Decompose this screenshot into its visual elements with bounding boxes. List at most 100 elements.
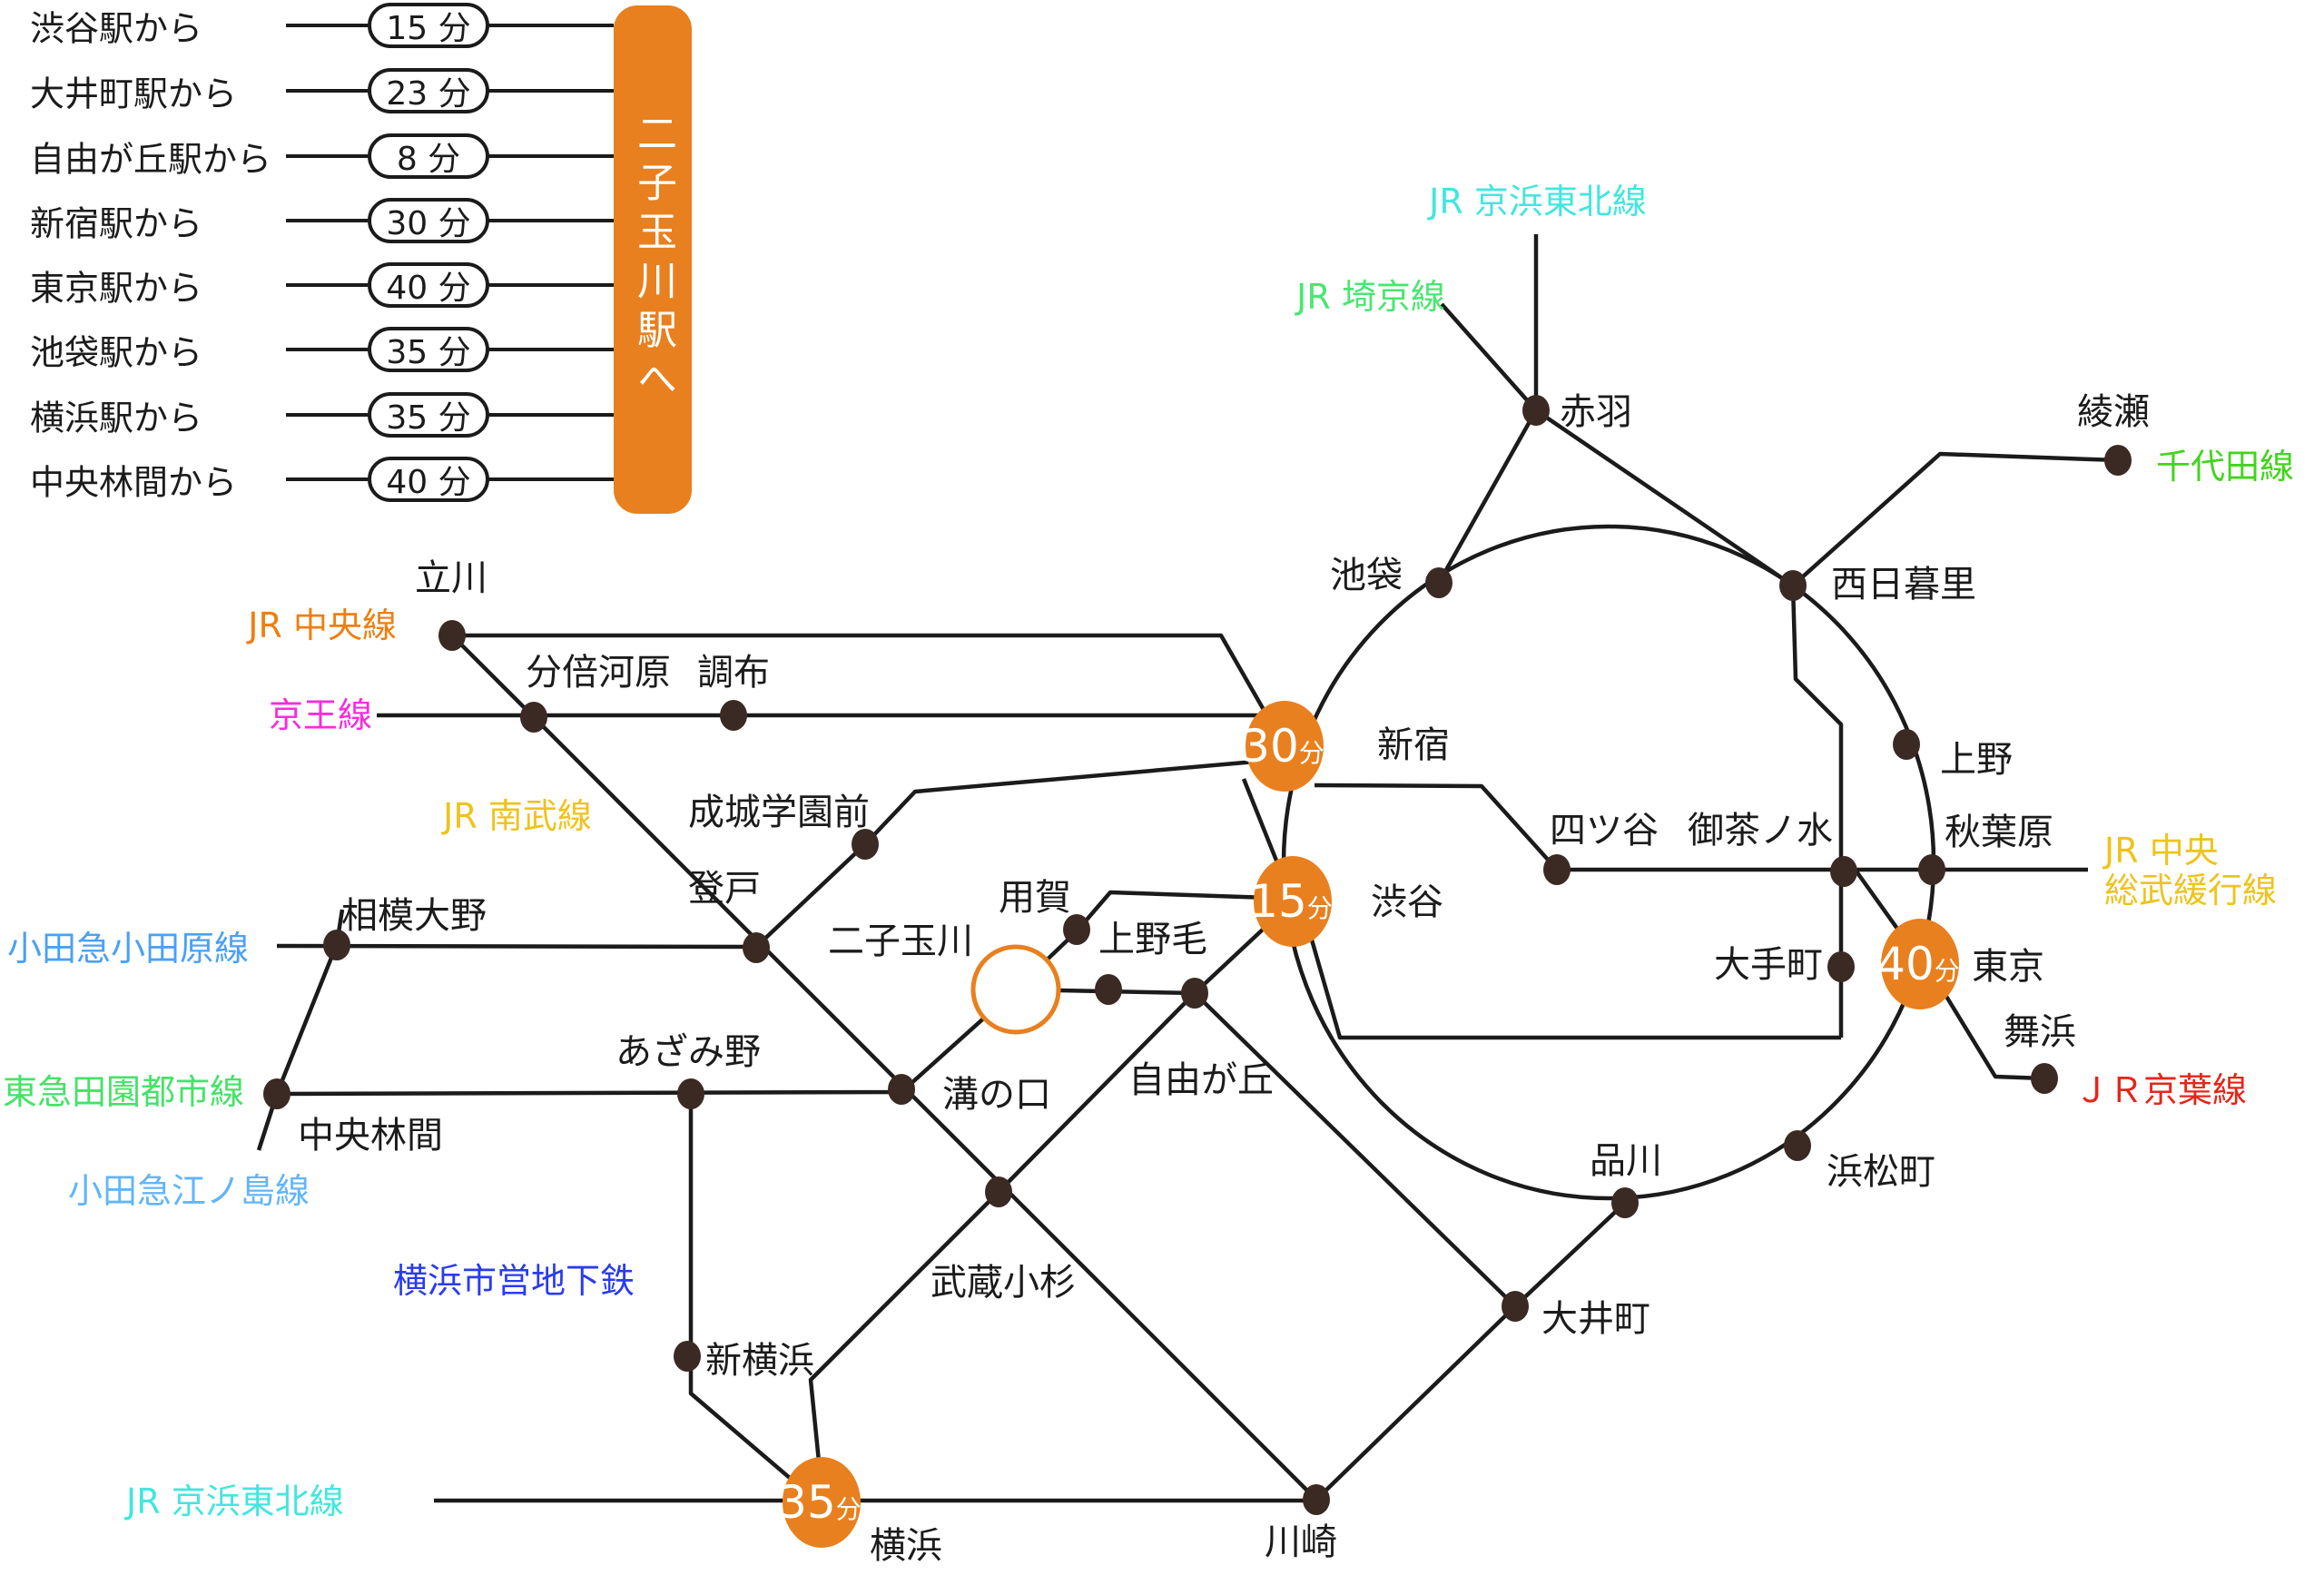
rail-line-label-row: 総武緩行線: [2104, 871, 2277, 911]
connector-line: [286, 89, 368, 93]
station-label: 品川: [1590, 1140, 1662, 1182]
access-row: 自由が丘駅から 8 分: [0, 133, 708, 180]
origin-station-label: 東京駅から: [30, 268, 203, 309]
rail-line-label-chiyoda-line: 千代田線: [2156, 447, 2294, 487]
rail-line-label-row: 小田急江ノ島線: [68, 1171, 310, 1211]
origin-station-label: 大井町駅から: [30, 74, 238, 114]
station-label: あざみ野: [615, 1031, 761, 1073]
rail-line-chiyoda-line: [1791, 451, 2119, 587]
station-label: 東京: [1972, 946, 2044, 988]
connector-line: [487, 477, 614, 481]
station-label: 赤羽: [1560, 391, 1632, 433]
connector-line: [286, 348, 368, 351]
station-label: 新横浜: [705, 1340, 814, 1382]
rail-line-label-odakyu-odawara-line: 小田急小田原線: [7, 929, 249, 969]
access-row: 池袋駅から 35 分: [0, 327, 708, 373]
connector-line: [487, 283, 614, 287]
station-dot: [1827, 951, 1855, 982]
station-label: 上野: [1940, 739, 2013, 781]
destination-label: 二子玉川駅へ: [630, 113, 676, 407]
station-dot: [1779, 570, 1807, 601]
station-dot: [1522, 395, 1550, 426]
rail-line-yokohama-subway: [688, 1094, 817, 1501]
station-label: 大井町: [1541, 1298, 1650, 1340]
station-label: 渋谷: [1371, 881, 1443, 923]
time-badge-unit: 分: [1307, 893, 1333, 923]
rail-line-label-row: ＪＲ京葉線: [2074, 1070, 2247, 1110]
station-dot: [720, 700, 747, 731]
travel-time-pill: 40 分: [368, 262, 489, 308]
rail-line-label-row: JR 南武線: [441, 796, 592, 836]
rail-line-hanzomon-line: [1305, 923, 1841, 1040]
time-badge-unit: 分: [836, 1494, 862, 1524]
connector-line: [286, 477, 368, 481]
rail-line-odakyu-enoshima-line: [256, 909, 345, 1151]
access-row: 新宿駅から 30 分: [0, 198, 708, 244]
rail-line-jr-chuo-sobu-local-line: [1314, 783, 2088, 872]
rail-line-label-jr-keihin-tohoku-line-south: JR 京浜東北線: [124, 1481, 344, 1521]
station-dot: [1611, 1187, 1639, 1218]
travel-time-pill: 15 分: [368, 3, 489, 48]
rail-line-jr-keihin-tohoku-line-south: [1315, 1201, 1627, 1501]
station-label: 御茶ノ水: [1688, 810, 1833, 851]
rail-line-label-row: JR 中央: [2102, 831, 2219, 871]
station-dot: [1918, 854, 1945, 885]
origin-station-label: 横浜駅から: [30, 398, 203, 438]
connector-line: [286, 283, 368, 287]
rail-line-tokyu-toyoko-line: [808, 1190, 1000, 1490]
station-label: 綾瀬: [2077, 391, 2150, 433]
station-dot: [438, 620, 466, 651]
station-dot: [1543, 854, 1571, 885]
station-label: 溝の口: [942, 1074, 1051, 1116]
rail-line-label-row: 小田急小田原線: [7, 929, 249, 969]
station-label: 中央林間: [298, 1115, 443, 1157]
connector-line: [487, 219, 614, 222]
travel-time-pill: 8 分: [368, 133, 489, 179]
rail-line-label-jr-chuo-line: JR 中央線: [246, 605, 397, 645]
station-dot: [888, 1074, 915, 1105]
rail-line-jr-saikyo-line: [1437, 409, 1538, 585]
rail-line-tokyu-oimachi-line: [1193, 991, 1517, 1308]
station-label: 川崎: [1265, 1521, 1337, 1563]
rail-line-label-jr-chuo-sobu-local-line: JR 中央総武緩行線: [2102, 831, 2277, 911]
rail-line-jr-saikyo-line: [1440, 302, 1538, 412]
station-dot: [1425, 567, 1452, 598]
station-dot: [852, 829, 879, 860]
access-row: 渋谷駅から 15 分: [0, 3, 708, 49]
connector-line: [286, 219, 368, 222]
time-badge-minutes: 30: [1241, 720, 1299, 773]
station-dot: [1893, 729, 1920, 760]
rail-line-label-row: 千代田線: [2156, 447, 2294, 487]
station-label: 西日暮里: [1831, 564, 1976, 605]
station-label: 新宿: [1377, 724, 1450, 766]
time-badge: [1881, 919, 1959, 1009]
station-label: 立川: [415, 557, 487, 599]
connector-line: [487, 348, 614, 351]
station-label: 登戸: [688, 868, 761, 910]
rail-line-label-row: JR 中央線: [246, 605, 397, 645]
time-badge-text: 40分: [1876, 938, 1960, 990]
station-label: 四ツ谷: [1550, 810, 1659, 851]
station-dot: [323, 930, 350, 960]
connector-line: [487, 24, 614, 27]
time-badge-minutes: 40: [1876, 938, 1935, 990]
station-label: 成城学園前: [688, 792, 870, 833]
rail-line-label-yokohama-subway: 横浜市営地下鉄: [393, 1261, 635, 1301]
rail-line-keio-line: [377, 713, 1287, 735]
rail-line-label-row: JR 京浜東北線: [1427, 182, 1647, 221]
station-dot: [263, 1078, 290, 1109]
station-label: 舞浜: [2004, 1011, 2076, 1053]
station-dot: [1784, 1130, 1811, 1161]
station-dot: [677, 1078, 704, 1109]
time-badge-minutes: 15: [1249, 875, 1307, 928]
rail-line-label-row: 横浜市営地下鉄: [393, 1261, 635, 1301]
rail-line-label-jr-keihin-tohoku-line-north: JR 京浜東北線: [1427, 182, 1647, 221]
connector-line: [286, 154, 368, 158]
station-label: 上野毛: [1098, 919, 1207, 960]
rail-line-jr-keihin-tohoku-line-north: [1534, 409, 1795, 587]
rail-line-jr-nambu-line: [450, 634, 1318, 1501]
station-dot: [1502, 1291, 1529, 1322]
time-badge: [783, 1457, 861, 1548]
access-time-panel: 渋谷駅から 15 分 大井町駅から 23 分 自由が丘駅から 8 分 新宿駅から…: [0, 0, 708, 545]
